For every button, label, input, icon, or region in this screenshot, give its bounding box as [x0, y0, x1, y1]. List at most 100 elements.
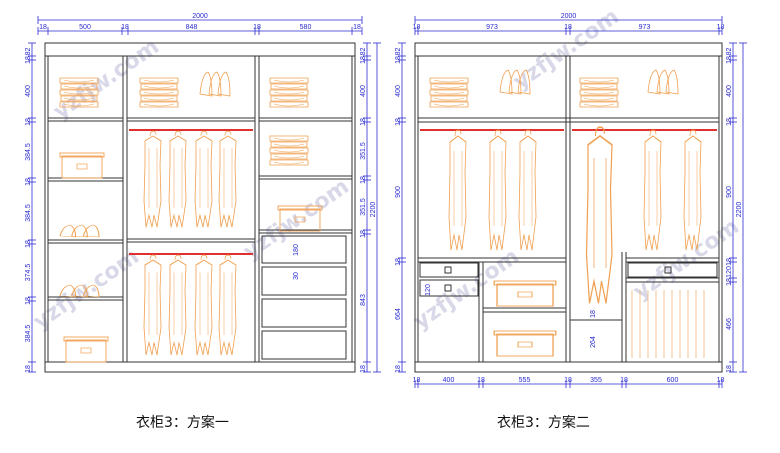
right-top-panel — [414, 42, 723, 57]
left-right-dim-label: 351.5 — [360, 198, 367, 216]
left-drawer — [261, 330, 347, 360]
right-right-dim-label: 400 — [726, 85, 733, 97]
left-drawer — [261, 235, 347, 264]
left-side-dim-label: 18 — [25, 118, 32, 126]
right-right-dim-label: 18 — [726, 56, 733, 64]
right-top-dim-total-label: 2000 — [561, 13, 577, 20]
right-bottom-dim-label: 18 — [413, 377, 421, 384]
right-side-dim-label: 18 — [395, 56, 402, 64]
left-folded-clothes — [139, 77, 179, 108]
left-inner-dim: 30 — [293, 272, 300, 280]
left-folded-clothes — [269, 77, 309, 108]
right-hanging-clothes — [643, 129, 662, 251]
right-inner-dim: 120 — [425, 284, 432, 296]
left-hanging-clothes — [194, 254, 213, 356]
left-side-dim-label: 18 — [25, 297, 32, 305]
right-side-dim-label: 18 — [395, 365, 402, 373]
left-top-dim-label: 18 — [253, 24, 261, 31]
left-top-dim-total-label: 2000 — [192, 13, 208, 20]
right-right-dim-label: 120 — [726, 266, 733, 278]
left-top-dim-label: 18 — [121, 24, 129, 31]
left-right-dim-label: 18 — [360, 365, 367, 373]
right-bottom-dim-label: 18 — [717, 377, 725, 384]
left-side-dim-label: 384.5 — [25, 143, 32, 161]
right-right-dim-label: 82 — [727, 0, 735, 2]
left-total-dim-label: 2200 — [370, 202, 377, 218]
left-right-dim-label: 843 — [360, 294, 367, 306]
right-drawer — [419, 262, 479, 278]
right-top-dim-label: 18 — [717, 24, 725, 31]
right-top-dim-label: 973 — [486, 24, 498, 31]
left-storage-box — [59, 152, 105, 179]
right-bottom-dim-label: 400 — [443, 377, 455, 384]
right-storage-box — [493, 330, 557, 357]
right-right-dim-label: 82 — [726, 48, 733, 56]
right-total-dim-label: 2200 — [736, 202, 743, 218]
right-side-dim-label: 400 — [395, 85, 402, 97]
right-bottom-dim-label: 600 — [667, 377, 679, 384]
right-folded-clothes — [429, 77, 469, 108]
right-drawer-handle — [444, 284, 452, 292]
right-bottom-dim-label: 555 — [519, 377, 531, 384]
left-side-dim-label: 18 — [25, 365, 32, 373]
right-bottom-dim-label: 18 — [564, 377, 572, 384]
left-side-dim-label: 18 — [25, 240, 32, 248]
left-top-dim-label: 848 — [186, 24, 198, 31]
right-top-dim-label: 973 — [639, 24, 651, 31]
right-right-dim-label: 466 — [726, 318, 733, 330]
left-side-dim-label: 18 — [25, 178, 32, 186]
right-top-dim-label: 18 — [413, 24, 421, 31]
left-folded-clothes — [269, 135, 309, 166]
right-right-dim-label: 900 — [726, 186, 733, 198]
left-drawer — [261, 266, 347, 296]
left-pillows — [199, 71, 231, 97]
left-side-dim-label: 82 — [26, 0, 34, 2]
left-hanging-clothes — [218, 130, 237, 228]
right-hanging-clothes — [683, 129, 702, 251]
right-caption: 衣柜3：方案二 — [497, 415, 590, 431]
right-inner-dim: 264 — [590, 336, 597, 348]
left-storage-box — [63, 336, 109, 363]
right-drawer — [627, 262, 718, 278]
left-caption: 衣柜3：方案一 — [136, 415, 229, 431]
right-side-dim-label: 664 — [395, 308, 402, 320]
left-top-dim-label: 18 — [353, 24, 361, 31]
right-hanging-clothes — [518, 129, 537, 251]
left-hanging-clothes — [218, 254, 237, 356]
right-folded-clothes — [579, 77, 619, 108]
right-inner-dim: 18 — [590, 310, 597, 318]
left-right-dim-label: 18 — [360, 230, 367, 238]
right-top-dim-label: 18 — [564, 24, 572, 31]
right-storage-box — [493, 280, 557, 307]
right-side-dim-label: 82 — [396, 0, 404, 2]
right-drawer-handle — [664, 266, 672, 274]
left-right-dim-label: 82 — [361, 0, 369, 2]
left-hanging-clothes — [168, 130, 187, 228]
left-right-dim-label: 18 — [360, 118, 367, 126]
left-drawer — [261, 298, 347, 328]
right-bottom-dim-label: 18 — [477, 377, 485, 384]
left-right-dim-label: 400 — [360, 85, 367, 97]
left-side-dim-label: 82 — [25, 48, 32, 56]
right-bottom-dim-label: 18 — [620, 377, 628, 384]
left-right-dim-label: 18 — [360, 56, 367, 64]
left-inner-dim: 180 — [293, 244, 300, 256]
right-plinth — [414, 361, 723, 373]
right-drawer-handle — [444, 266, 452, 274]
left-top-dim-label: 500 — [79, 24, 91, 31]
right-drawer — [419, 279, 479, 297]
left-side-dim-label: 18 — [25, 56, 32, 64]
right-hanging-clothes — [448, 129, 467, 251]
watermark-text: yzfjw.com — [49, 34, 164, 125]
left-top-panel — [44, 42, 356, 57]
left-top-dim-label: 18 — [39, 24, 47, 31]
right-hanging-clothes — [488, 129, 507, 251]
left-side-dim-label: 400 — [25, 85, 32, 97]
right-side-dim-label: 82 — [395, 48, 402, 56]
left-side-dim-label: 384.5 — [25, 204, 32, 222]
right-side-dim-label: 900 — [395, 186, 402, 198]
left-right-dim-label: 18 — [360, 176, 367, 184]
left-right-dim-label: 351.5 — [360, 142, 367, 160]
right-side-dim-label: 18 — [395, 258, 402, 266]
